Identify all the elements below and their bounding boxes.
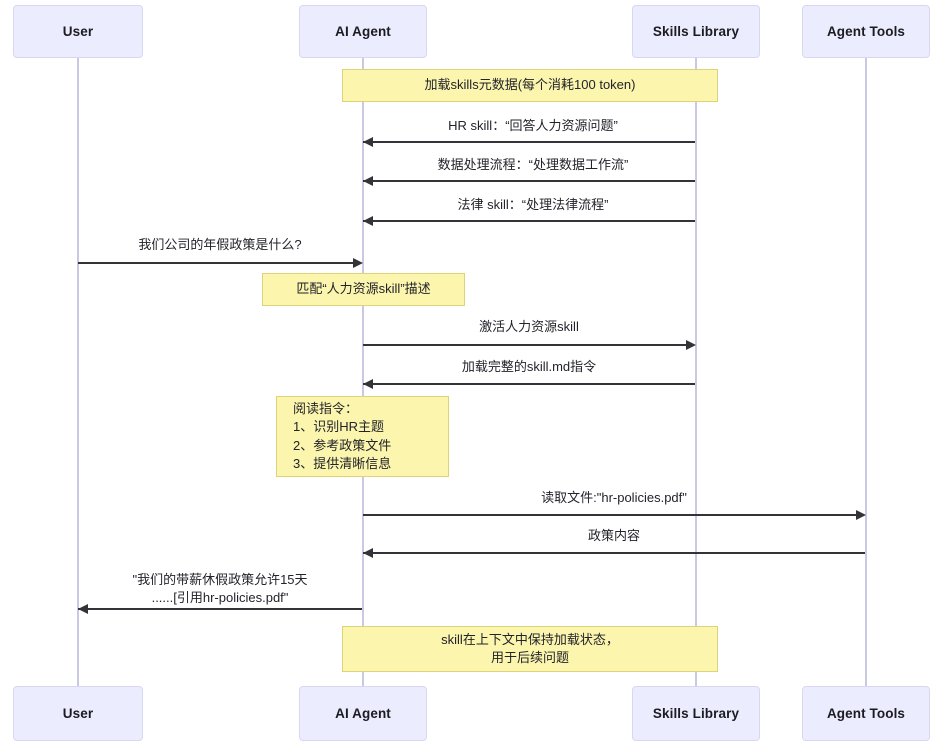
msg-policy-content-arrowhead xyxy=(363,548,373,558)
note-match-skill: 匹配“人力资源skill”描述 xyxy=(262,273,465,306)
msg-read-file-label: 读取文件:"hr-policies.pdf" xyxy=(541,490,687,505)
msg-activate-hr-line xyxy=(363,344,686,346)
msg-load-skillmd-label: 加载完整的skill.md指令 xyxy=(461,359,597,374)
note-load-metadata: 加载skills元数据(每个消耗100 token) xyxy=(342,69,718,102)
note-line: 阅读指令： xyxy=(293,400,359,416)
msg-policy-content-line xyxy=(363,552,865,554)
note-line: 匹配“人力资源skill”描述 xyxy=(296,281,431,297)
note-line: 3、提供清晰信息 xyxy=(293,455,392,471)
participant-agent-top[interactable]: AI Agent xyxy=(299,5,427,58)
msg-data-flow-arrowhead xyxy=(363,176,373,186)
msg-hr-skill-arrowhead xyxy=(363,137,373,147)
lifeline-skills xyxy=(695,58,697,686)
participant-skills-top[interactable]: Skills Library xyxy=(632,5,760,58)
msg-load-skillmd-arrowhead xyxy=(363,379,373,389)
participant-user-bottom[interactable]: User xyxy=(13,686,143,741)
participant-skills-bottom[interactable]: Skills Library xyxy=(632,686,760,741)
participant-agent-bottom[interactable]: AI Agent xyxy=(299,686,427,741)
note-line: 用于后续问题 xyxy=(490,650,569,665)
msg-policy-content-label: 政策内容 xyxy=(587,528,641,543)
msg-final-answer-label: "我们的带薪休假政策允许15天 ......[引用hr-policies.pdf… xyxy=(132,572,308,605)
msg-final-answer-arrowhead xyxy=(78,604,88,614)
msg-legal-skill-arrowhead xyxy=(363,216,373,226)
participant-tools-bottom[interactable]: Agent Tools xyxy=(802,686,930,741)
note-line: 加载skills元数据(每个消耗100 token) xyxy=(424,77,636,93)
note-skill-persist: skill在上下文中保持加载状态， 用于后续问题 xyxy=(342,626,718,672)
lifeline-agent xyxy=(362,58,364,686)
msg-read-file-arrowhead xyxy=(856,510,866,520)
msg-final-answer-line xyxy=(78,608,362,610)
msg-data-flow-label: 数据处理流程：“处理数据工作流” xyxy=(437,157,629,172)
lifeline-tools xyxy=(865,58,867,686)
msg-read-file-line xyxy=(363,514,856,516)
msg-hr-skill-label: HR skill：“回答人力资源问题” xyxy=(448,118,618,133)
msg-activate-hr-label: 激活人力资源skill xyxy=(479,319,579,334)
msg-hr-skill-line xyxy=(363,141,695,143)
msg-data-flow-line xyxy=(363,180,695,182)
msg-legal-skill-label: 法律 skill：“处理法律流程” xyxy=(457,197,609,212)
participant-user-top[interactable]: User xyxy=(13,5,143,58)
msg-activate-hr-arrowhead xyxy=(686,340,696,350)
note-line: skill在上下文中保持加载状态， xyxy=(441,631,619,647)
note-read-instructions: 阅读指令： 1、识别HR主题 2、参考政策文件 3、提供清晰信息 xyxy=(276,396,449,477)
participant-tools-top[interactable]: Agent Tools xyxy=(802,5,930,58)
msg-legal-skill-line xyxy=(363,220,695,222)
lifeline-user xyxy=(77,58,79,686)
msg-user-question-label: 我们公司的年假政策是什么? xyxy=(138,237,302,252)
note-line: 1、识别HR主题 xyxy=(293,419,385,435)
msg-user-question-arrowhead xyxy=(353,258,363,268)
msg-load-skillmd-line xyxy=(363,383,695,385)
note-line: 2、参考政策文件 xyxy=(293,437,392,453)
msg-user-question-line xyxy=(78,262,353,264)
